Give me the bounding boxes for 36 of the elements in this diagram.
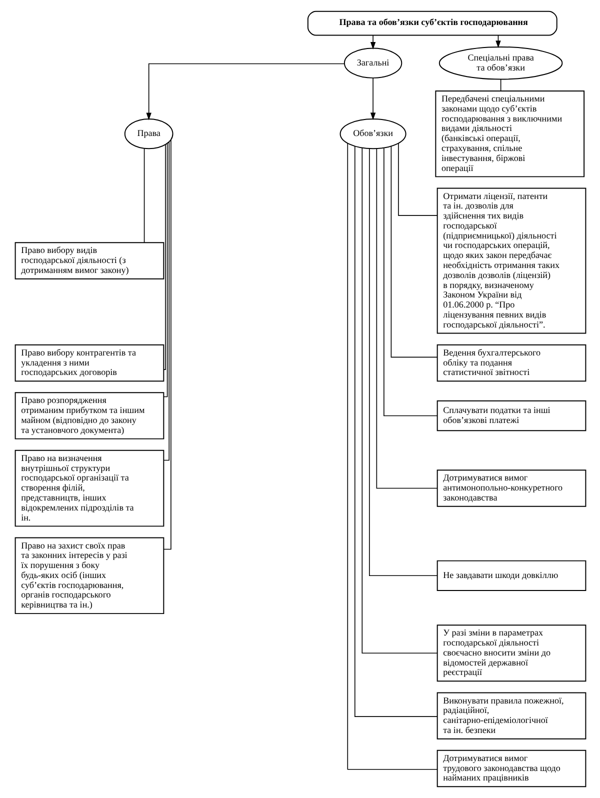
- node-box: Сплачувати податки та інші обов’язкові платежі: [436, 400, 586, 432]
- node-box: Отримати ліцензії, патенти та ін. дозволів для здійснення тих видів господарської (підприємницької) діяльності чи господарських операцій, щодо яких закон передбачає необхідність отримання таких дозволів дозволів (ліцензій) в порядку, визначеному Законом України від 01.06.2000 р. “Про ліцензування певних видів господарської діяльності”.: [436, 188, 586, 334]
- arrow: [370, 35, 376, 50]
- node-box: У разі зміни в параметрах господарської діяльності своєчасно вносити зміни до відомостей державної реєстрації: [436, 624, 586, 682]
- arrow: [370, 78, 376, 120]
- connector: [143, 148, 144, 243]
- connector: [376, 148, 437, 489]
- node-box: Право вибору видів господарської діяльності (з дотриманням вимог закону): [14, 242, 164, 280]
- connector: [354, 146, 438, 717]
- node-box: Право на визначення внутрішньої структури господарської організації та створення філій, представництв, інших відокремлених підрозділів та ін.: [14, 450, 164, 527]
- node-box: Передбачені спеціальними законами щодо суб’єктів господарювання з виключними видами діяльності (банківські операції, страхування, спільне інвестування, біржові операції: [434, 90, 584, 178]
- connector: [162, 144, 166, 370]
- connector: [162, 141, 170, 461]
- connector: [361, 148, 438, 654]
- node-ellipse: Загальні: [343, 48, 402, 78]
- connector: [162, 143, 168, 398]
- node-box: Виконувати правила пожежної, радіаційної, санітарно-епідеміологічної та ін. безпеки: [436, 692, 586, 740]
- node-box: Дотримуватися вимог трудового законодавства щодо найманих працівників: [436, 750, 586, 788]
- node-ellipse: Обов’язки: [339, 118, 406, 150]
- connector: [398, 142, 437, 216]
- node-box: Право розпорядження отриманим прибутком та іншим майном (відповідно до закону та установчого документа): [14, 392, 164, 440]
- arrow: [146, 63, 344, 120]
- node-box: Не завдавати шкоди довкіллю: [436, 560, 586, 591]
- connector: [162, 139, 171, 550]
- node-ellipse: Спеціальні права та обов’язки: [438, 46, 562, 80]
- connector: [346, 142, 438, 770]
- node-box: Права та обов’язки суб’єктів господарювання: [306, 10, 557, 36]
- node-box: Право на захист своїх прав та законних інтересів у разі їх порушення з боку будь-яких осіб (інших суб’єктів господарювання, органів господарського керівництва та ін.): [14, 537, 164, 614]
- connector: [500, 79, 501, 92]
- node-box: Ведення бухгалтерського обліку та подання статистичної звітності: [436, 344, 586, 382]
- connector: [368, 148, 438, 576]
- connector: [390, 146, 437, 358]
- node-ellipse: Права: [124, 118, 173, 150]
- connector: [383, 148, 438, 416]
- node-box: Право вибору контрагентів та укладення з ними господарських договорів: [14, 344, 164, 382]
- node-box: Дотримуватися вимог антимонопольно-конкуретного законодавства: [436, 470, 586, 507]
